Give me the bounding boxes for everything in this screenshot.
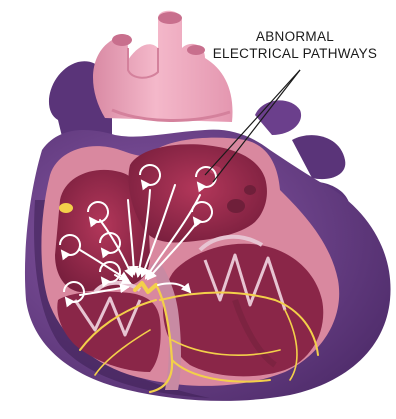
sinoatrial-node: [59, 203, 73, 213]
left-ventricle: [163, 244, 323, 377]
label-abnormal: ABNORMAL: [200, 29, 390, 45]
label-electrical-pathways: ELECTRICAL PATHWAYS: [200, 46, 390, 62]
aorta: [93, 11, 233, 122]
